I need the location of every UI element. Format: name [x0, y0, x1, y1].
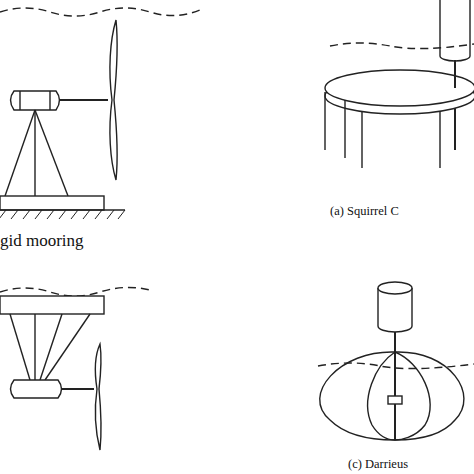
- figure-label: (a) Squirrel C: [330, 205, 399, 218]
- seabed-line: [0, 209, 125, 210]
- nacelle: [11, 380, 62, 398]
- figure-label: (c) Darrieus: [348, 458, 408, 471]
- generator-top: [378, 282, 412, 294]
- mooring-strut: [10, 314, 30, 380]
- nacelle: [11, 91, 60, 110]
- tripod-leg: [35, 110, 68, 196]
- cage-disc: [325, 70, 474, 106]
- figure-label: gid mooring: [0, 232, 84, 249]
- water-line: [330, 43, 474, 49]
- shaft: [394, 332, 396, 440]
- water-line: [0, 8, 200, 16]
- mooring-strut: [40, 314, 62, 380]
- water-line: [0, 287, 150, 296]
- darrieus-blade: [320, 352, 395, 440]
- shaft: [454, 60, 456, 88]
- water-line: [318, 363, 474, 369]
- cage-blade: [325, 92, 474, 168]
- seabed-hatch: [0, 210, 125, 219]
- rotor-blade: [95, 344, 101, 450]
- rotor-blade: [110, 20, 117, 180]
- seabed-base: [0, 196, 104, 210]
- shaft: [62, 388, 94, 390]
- nacelle-ring: [19, 91, 20, 110]
- generator: [440, 0, 470, 61]
- nacelle-ring: [49, 91, 50, 110]
- mooring-strut: [45, 314, 90, 380]
- mooring-strut: [34, 314, 35, 380]
- tripod-leg: [34, 110, 35, 196]
- tripod-leg: [5, 110, 35, 196]
- floating-platform: [0, 296, 104, 314]
- hub: [388, 396, 402, 404]
- darrieus-blade: [395, 352, 464, 440]
- shaft: [60, 99, 108, 101]
